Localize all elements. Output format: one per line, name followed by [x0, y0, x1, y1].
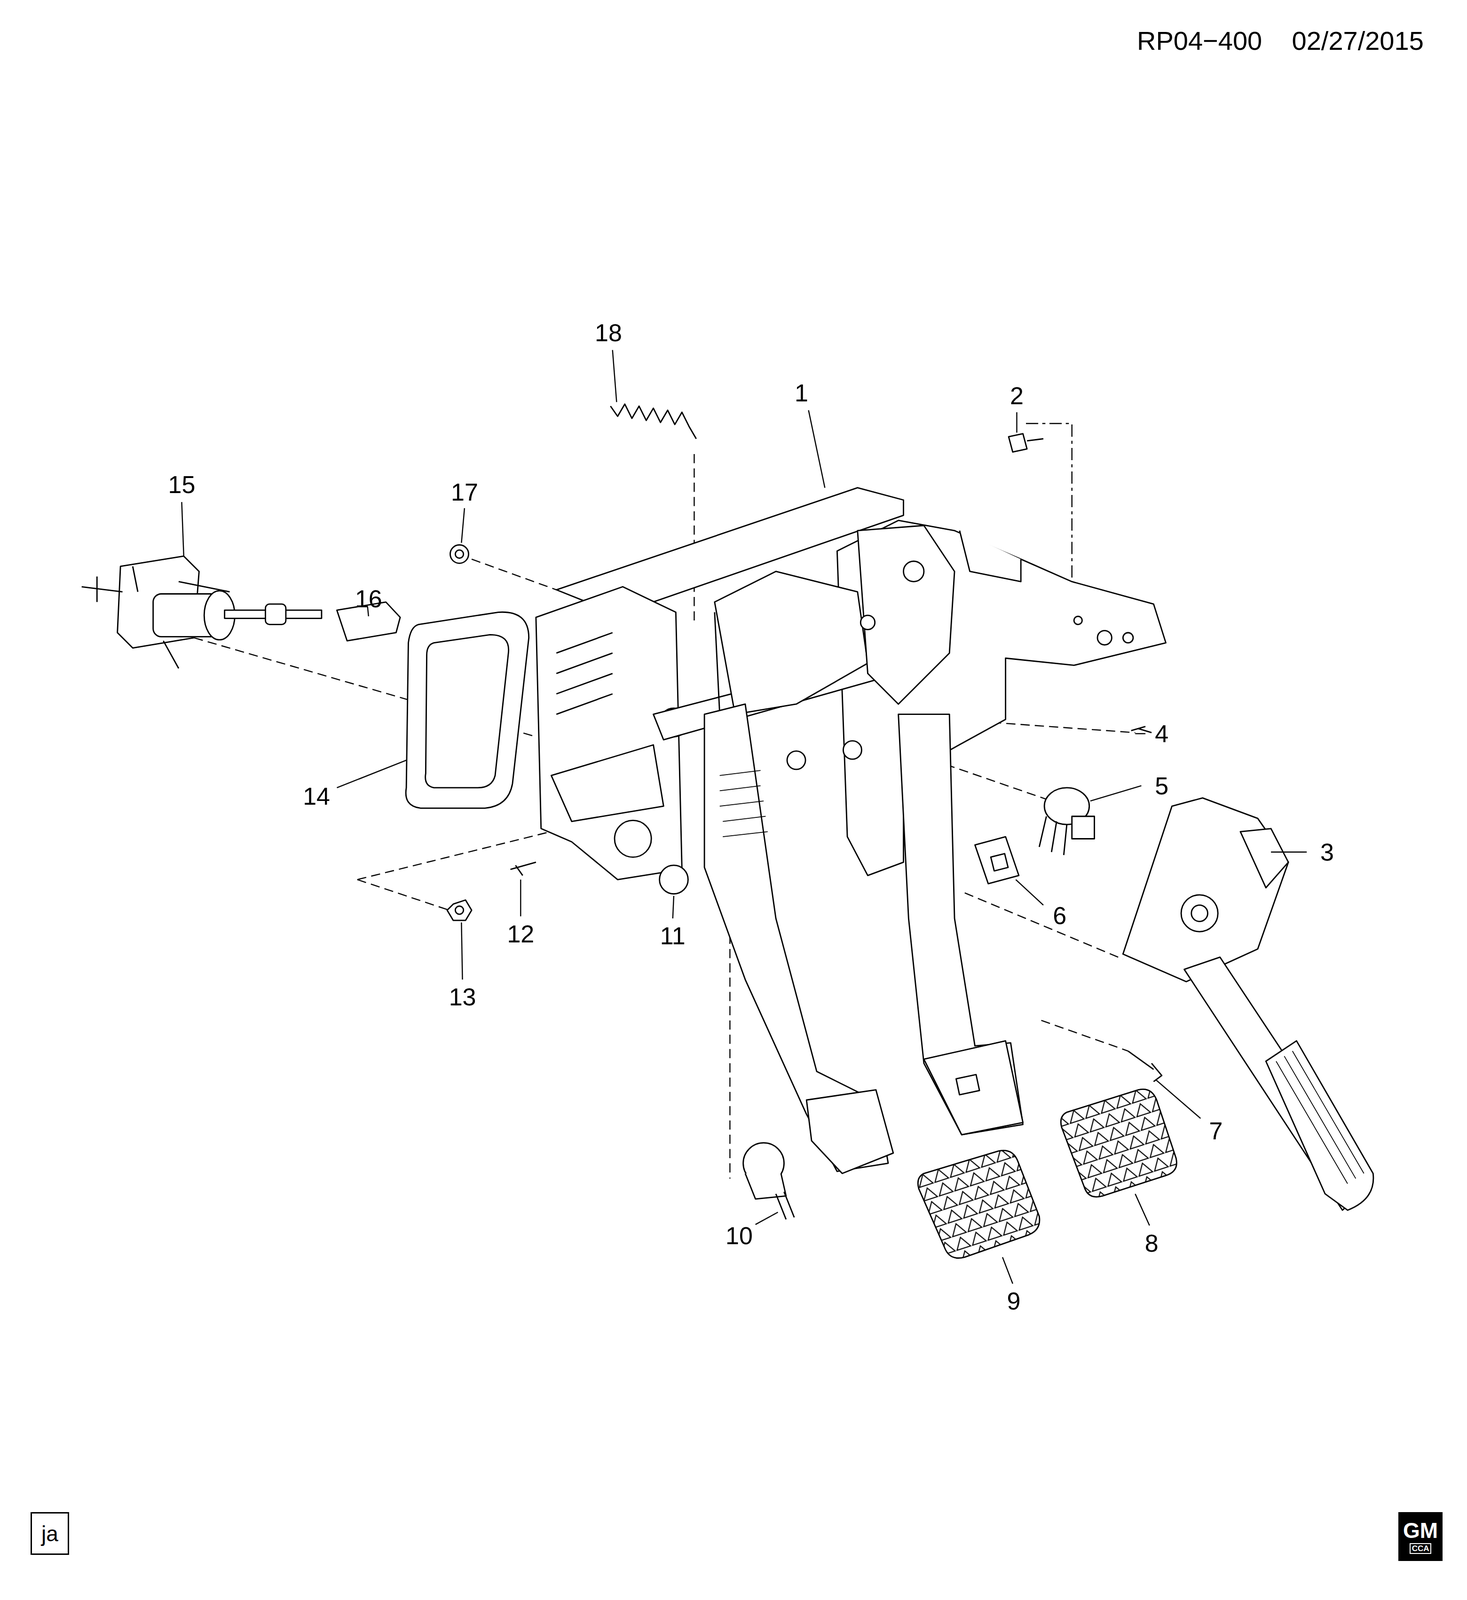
- callout-number: 2: [1009, 383, 1024, 409]
- callout-number: 3: [1320, 840, 1334, 865]
- callout-number: 15: [168, 472, 196, 497]
- callout-number: 11: [660, 923, 686, 949]
- drawing-reference: RP04−400: [1136, 27, 1262, 55]
- drawing-reference: 02/27/2015: [1292, 27, 1424, 55]
- callout-number: 12: [506, 922, 535, 947]
- leader-lines: [181, 350, 1307, 1285]
- callout-number: 4: [1154, 721, 1169, 747]
- callout-number: 8: [1144, 1231, 1159, 1256]
- callout-number: 5: [1154, 773, 1169, 799]
- callout-number: 16: [354, 586, 383, 612]
- callout-number: 10: [725, 1223, 753, 1249]
- gm-logo: GMCCA: [1398, 1512, 1443, 1562]
- callout-number: 13: [449, 985, 477, 1010]
- callout-number: 18: [594, 320, 623, 346]
- callout-number: 7: [1208, 1119, 1223, 1144]
- callout-number: 6: [1052, 903, 1067, 929]
- logo-text: GM: [1403, 1520, 1438, 1542]
- callout-number: 14: [302, 784, 331, 809]
- callout-number: 17: [450, 480, 479, 505]
- callout-number: 9: [1007, 1289, 1021, 1314]
- logo-subtext: CCA: [1409, 1543, 1432, 1555]
- logo-text: ja: [41, 1523, 59, 1546]
- sheet-tag: ja: [30, 1512, 70, 1556]
- callout-number: 1: [794, 380, 809, 406]
- illustration-lines: [81, 404, 1374, 1259]
